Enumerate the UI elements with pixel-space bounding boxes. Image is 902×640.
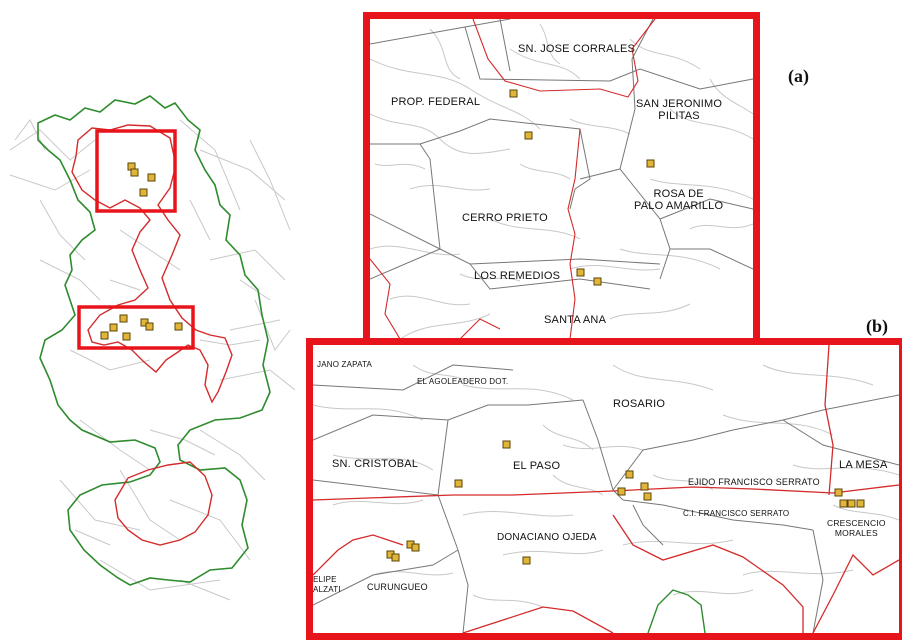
inset-b-boundaries xyxy=(313,345,899,633)
label-cerro-prieto: CERRO PRIETO xyxy=(462,212,548,224)
inset-map-b: JANO ZAPATA EL AGOLEADERO DOT. ROSARIO S… xyxy=(306,338,902,640)
label-ejido-francisco-serrato: EJIDO FRANCISCO SERRATO xyxy=(688,477,820,487)
overview-outer-boundary xyxy=(37,95,271,586)
overview-map-graphic xyxy=(9,95,296,601)
locality-marker xyxy=(454,479,463,488)
label-rosario: ROSARIO xyxy=(613,398,666,410)
locality-marker xyxy=(391,553,400,562)
locality-marker xyxy=(839,499,848,508)
locality-marker xyxy=(617,487,626,496)
inset-a-streams xyxy=(370,23,753,339)
label-crescencio-morales: CRESCENCIO MORALES xyxy=(827,518,886,538)
locality-marker xyxy=(139,188,148,197)
inset-a-roads xyxy=(370,19,753,290)
overview-locality-lines xyxy=(9,119,296,601)
locality-marker xyxy=(119,314,128,323)
label-la-mesa: LA MESA xyxy=(839,459,888,471)
locality-marker xyxy=(502,440,511,449)
label-los-remedios: LOS REMEDIOS xyxy=(474,270,561,282)
locality-marker xyxy=(522,556,531,565)
label-rosa-de-palo-amarillo: ROSA DE PALO AMARILLO xyxy=(634,188,724,212)
panel-tag-b: (b) xyxy=(866,316,888,336)
locality-marker xyxy=(109,323,118,332)
inset-a-graphic xyxy=(370,19,753,339)
label-donaciano-ojeda: DONACIANO OJEDA xyxy=(497,532,597,543)
inset-b-graphic xyxy=(313,345,899,633)
locator-box-a xyxy=(95,129,177,213)
locality-marker xyxy=(643,492,652,501)
label-ci-francisco-serrato: C.I. FRANCISCO SERRATO xyxy=(683,509,790,518)
inset-b-markers xyxy=(386,440,865,565)
locality-marker xyxy=(856,499,865,508)
inset-b-green-boundary xyxy=(647,589,706,633)
label-santa-ana: SANTA ANA xyxy=(544,314,607,326)
label-sn-cristobal: SN. CRISTOBAL xyxy=(332,458,419,470)
locality-marker xyxy=(100,331,109,340)
label-sn-jose-corrales: SN. JOSE CORRALES xyxy=(518,43,636,55)
overview-map xyxy=(0,0,300,640)
label-el-aguacate: EL AGOLEADERO DOT. xyxy=(417,377,509,386)
locality-marker xyxy=(576,268,585,277)
locality-marker xyxy=(145,322,154,331)
overview-locality-markers xyxy=(100,162,183,341)
label-san-jeronimo-pilitas: SAN JERONIMO PILITAS xyxy=(636,98,723,122)
locality-marker xyxy=(640,482,649,491)
locality-marker xyxy=(834,488,843,497)
locality-marker xyxy=(122,332,131,341)
overview-southern-boundary xyxy=(114,461,213,546)
locality-marker xyxy=(411,543,420,552)
inset-a-markers xyxy=(509,89,655,286)
label-el-paso: EL PASO xyxy=(513,460,561,472)
locality-marker xyxy=(147,173,156,182)
inset-map-a: SN. JOSE CORRALES PROP. FEDERAL SAN JERO… xyxy=(363,12,760,346)
inset-b-roads xyxy=(313,364,899,633)
label-felipe-alzati: ELIPE ALZATI xyxy=(313,575,341,594)
label-emiliano-zapata: JANO ZAPATA xyxy=(317,360,373,369)
locality-marker xyxy=(847,499,856,508)
locality-marker xyxy=(174,322,183,331)
label-curungueo: CURUNGUEO xyxy=(367,582,428,592)
locality-marker xyxy=(593,277,602,286)
locality-marker xyxy=(524,131,533,140)
locality-marker xyxy=(509,89,518,98)
label-prop-federal: PROP. FEDERAL xyxy=(391,96,481,108)
inset-b-streams xyxy=(313,364,899,608)
panel-tag-a: (a) xyxy=(788,66,809,86)
locality-marker xyxy=(625,470,634,479)
inset-a-boundaries xyxy=(370,19,656,339)
locator-box-b xyxy=(77,305,195,350)
locality-marker xyxy=(646,159,655,168)
locality-marker xyxy=(130,168,139,177)
